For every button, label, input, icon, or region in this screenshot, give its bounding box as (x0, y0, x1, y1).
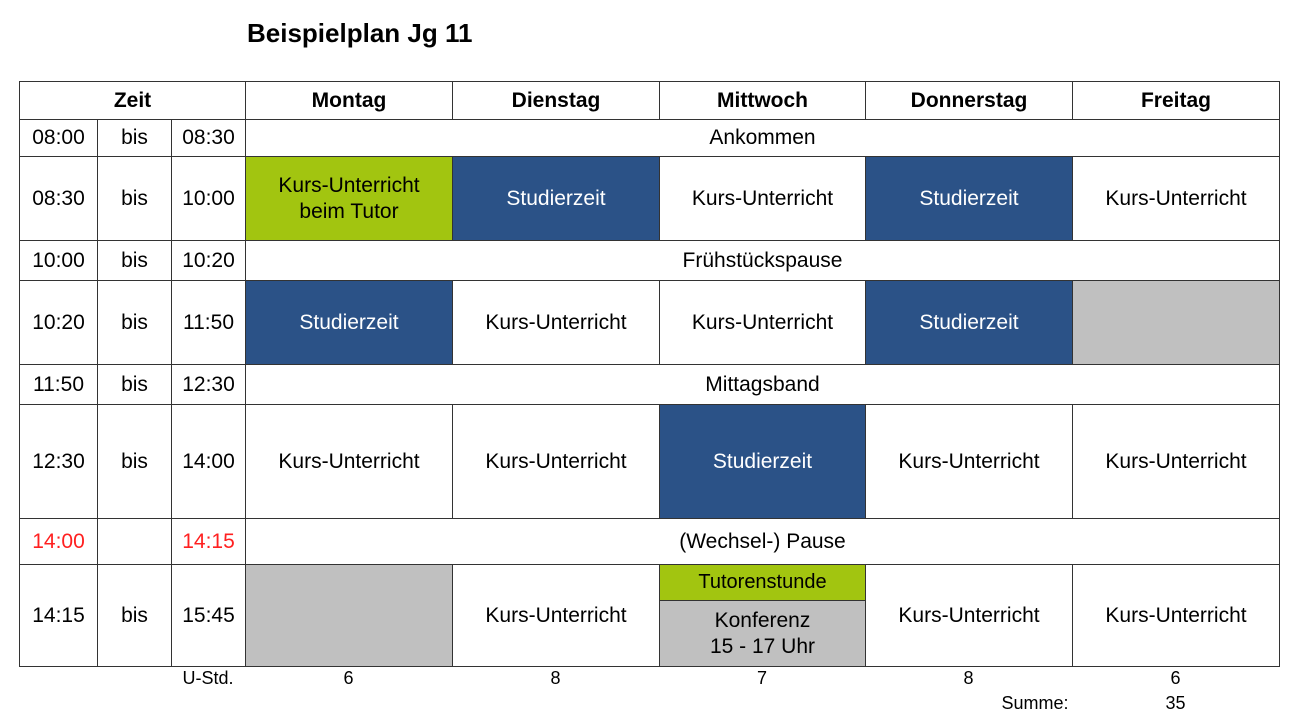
table-row: 14:00 14:15 (Wechsel-) Pause (19, 518, 1280, 565)
hours-value: 6 (1170, 668, 1181, 688)
lesson-cell: Studierzeit (245, 280, 453, 365)
time-to: 11:50 (171, 280, 246, 365)
split-cell: Tutorenstunde Konferenz 15 - 17 Uhr (659, 564, 866, 667)
time-sep: bis (97, 156, 172, 241)
time-from: 12:30 (19, 404, 98, 519)
header-day: Donnerstag (865, 81, 1073, 120)
empty-cell (245, 564, 453, 667)
lesson-cell: Kurs-Unterricht (452, 404, 660, 519)
page-title: Beispielplan Jg 11 (247, 18, 473, 48)
table-row: 12:30 bis 14:00 Kurs-Unterricht Kurs-Unt… (19, 404, 1280, 519)
table-row: 14:15 bis 15:45 Kurs-Unterricht Tutorens… (19, 564, 1280, 667)
span-cell: Frühstückspause (245, 240, 1280, 281)
time-sep: bis (97, 564, 172, 667)
time-from: 14:00 (19, 518, 98, 565)
konferenz-label: Konferenz (714, 608, 811, 632)
table-row: 10:00 bis 10:20 Frühstückspause (19, 240, 1280, 281)
table-row: 08:00 bis 08:30 Ankommen (19, 119, 1280, 157)
empty-cell (1072, 280, 1280, 365)
table-row: 10:20 bis 11:50 Studierzeit Kurs-Unterri… (19, 280, 1280, 365)
time-sep: bis (97, 119, 172, 157)
span-cell: Ankommen (245, 119, 1280, 157)
lesson-cell: Kurs-Unterricht (865, 564, 1073, 667)
lesson-cell: Kurs-Unterricht beim Tutor (245, 156, 453, 241)
time-from: 14:15 (19, 564, 98, 667)
sum-value: 35 (1165, 693, 1186, 713)
header-zeit: Zeit (19, 81, 246, 120)
time-sep: bis (97, 404, 172, 519)
tutorenstunde: Tutorenstunde (660, 565, 865, 601)
lesson-cell: Studierzeit (659, 404, 866, 519)
time-from: 08:30 (19, 156, 98, 241)
header-row: Zeit Montag Dienstag Mittwoch Donnerstag… (19, 81, 1280, 120)
time-from: 08:00 (19, 119, 98, 157)
timetable: Zeit Montag Dienstag Mittwoch Donnerstag… (19, 81, 1280, 667)
header-day: Dienstag (452, 81, 660, 120)
lesson-cell: Kurs-Unterricht (452, 280, 660, 365)
time-to: 14:00 (171, 404, 246, 519)
hours-value: 8 (963, 668, 974, 688)
lesson-cell: Kurs-Unterricht (659, 280, 866, 365)
time-to: 12:30 (171, 364, 246, 405)
hours-label: U-Std. (182, 668, 234, 688)
lesson-cell: Kurs-Unterricht (1072, 564, 1280, 667)
table-row: 11:50 bis 12:30 Mittagsband (19, 364, 1280, 405)
span-cell: (Wechsel-) Pause (245, 518, 1280, 565)
header-day: Freitag (1072, 81, 1280, 120)
lesson-cell: Kurs-Unterricht (1072, 156, 1280, 241)
lesson-cell: Studierzeit (452, 156, 660, 241)
span-cell: Mittagsband (245, 364, 1280, 405)
konferenz-time: 15 - 17 Uhr (709, 634, 816, 658)
header-day: Mittwoch (659, 81, 866, 120)
hours-value: 8 (550, 668, 561, 688)
hours-value: 6 (343, 668, 354, 688)
table-row: 08:30 bis 10:00 Kurs-Unterricht beim Tut… (19, 156, 1280, 241)
lesson-cell: Studierzeit (865, 280, 1073, 365)
time-from: 11:50 (19, 364, 98, 405)
time-to: 14:15 (171, 518, 246, 565)
lesson-cell: Kurs-Unterricht (865, 404, 1073, 519)
time-sep: bis (97, 240, 172, 281)
sum-label: Summe: (1001, 693, 1069, 713)
lesson-cell: Kurs-Unterricht (245, 404, 453, 519)
lesson-cell: Studierzeit (865, 156, 1073, 241)
konferenz: Konferenz 15 - 17 Uhr (660, 601, 865, 666)
time-from: 10:00 (19, 240, 98, 281)
hours-value: 7 (756, 668, 767, 688)
time-to: 15:45 (171, 564, 246, 667)
lesson-cell: Kurs-Unterricht (659, 156, 866, 241)
time-to: 08:30 (171, 119, 246, 157)
time-to: 10:00 (171, 156, 246, 241)
time-to: 10:20 (171, 240, 246, 281)
time-sep: bis (97, 364, 172, 405)
lesson-cell: Kurs-Unterricht (452, 564, 660, 667)
lesson-cell: Kurs-Unterricht (1072, 404, 1280, 519)
time-sep: bis (97, 280, 172, 365)
header-day: Montag (245, 81, 453, 120)
time-from: 10:20 (19, 280, 98, 365)
time-sep (97, 518, 172, 565)
